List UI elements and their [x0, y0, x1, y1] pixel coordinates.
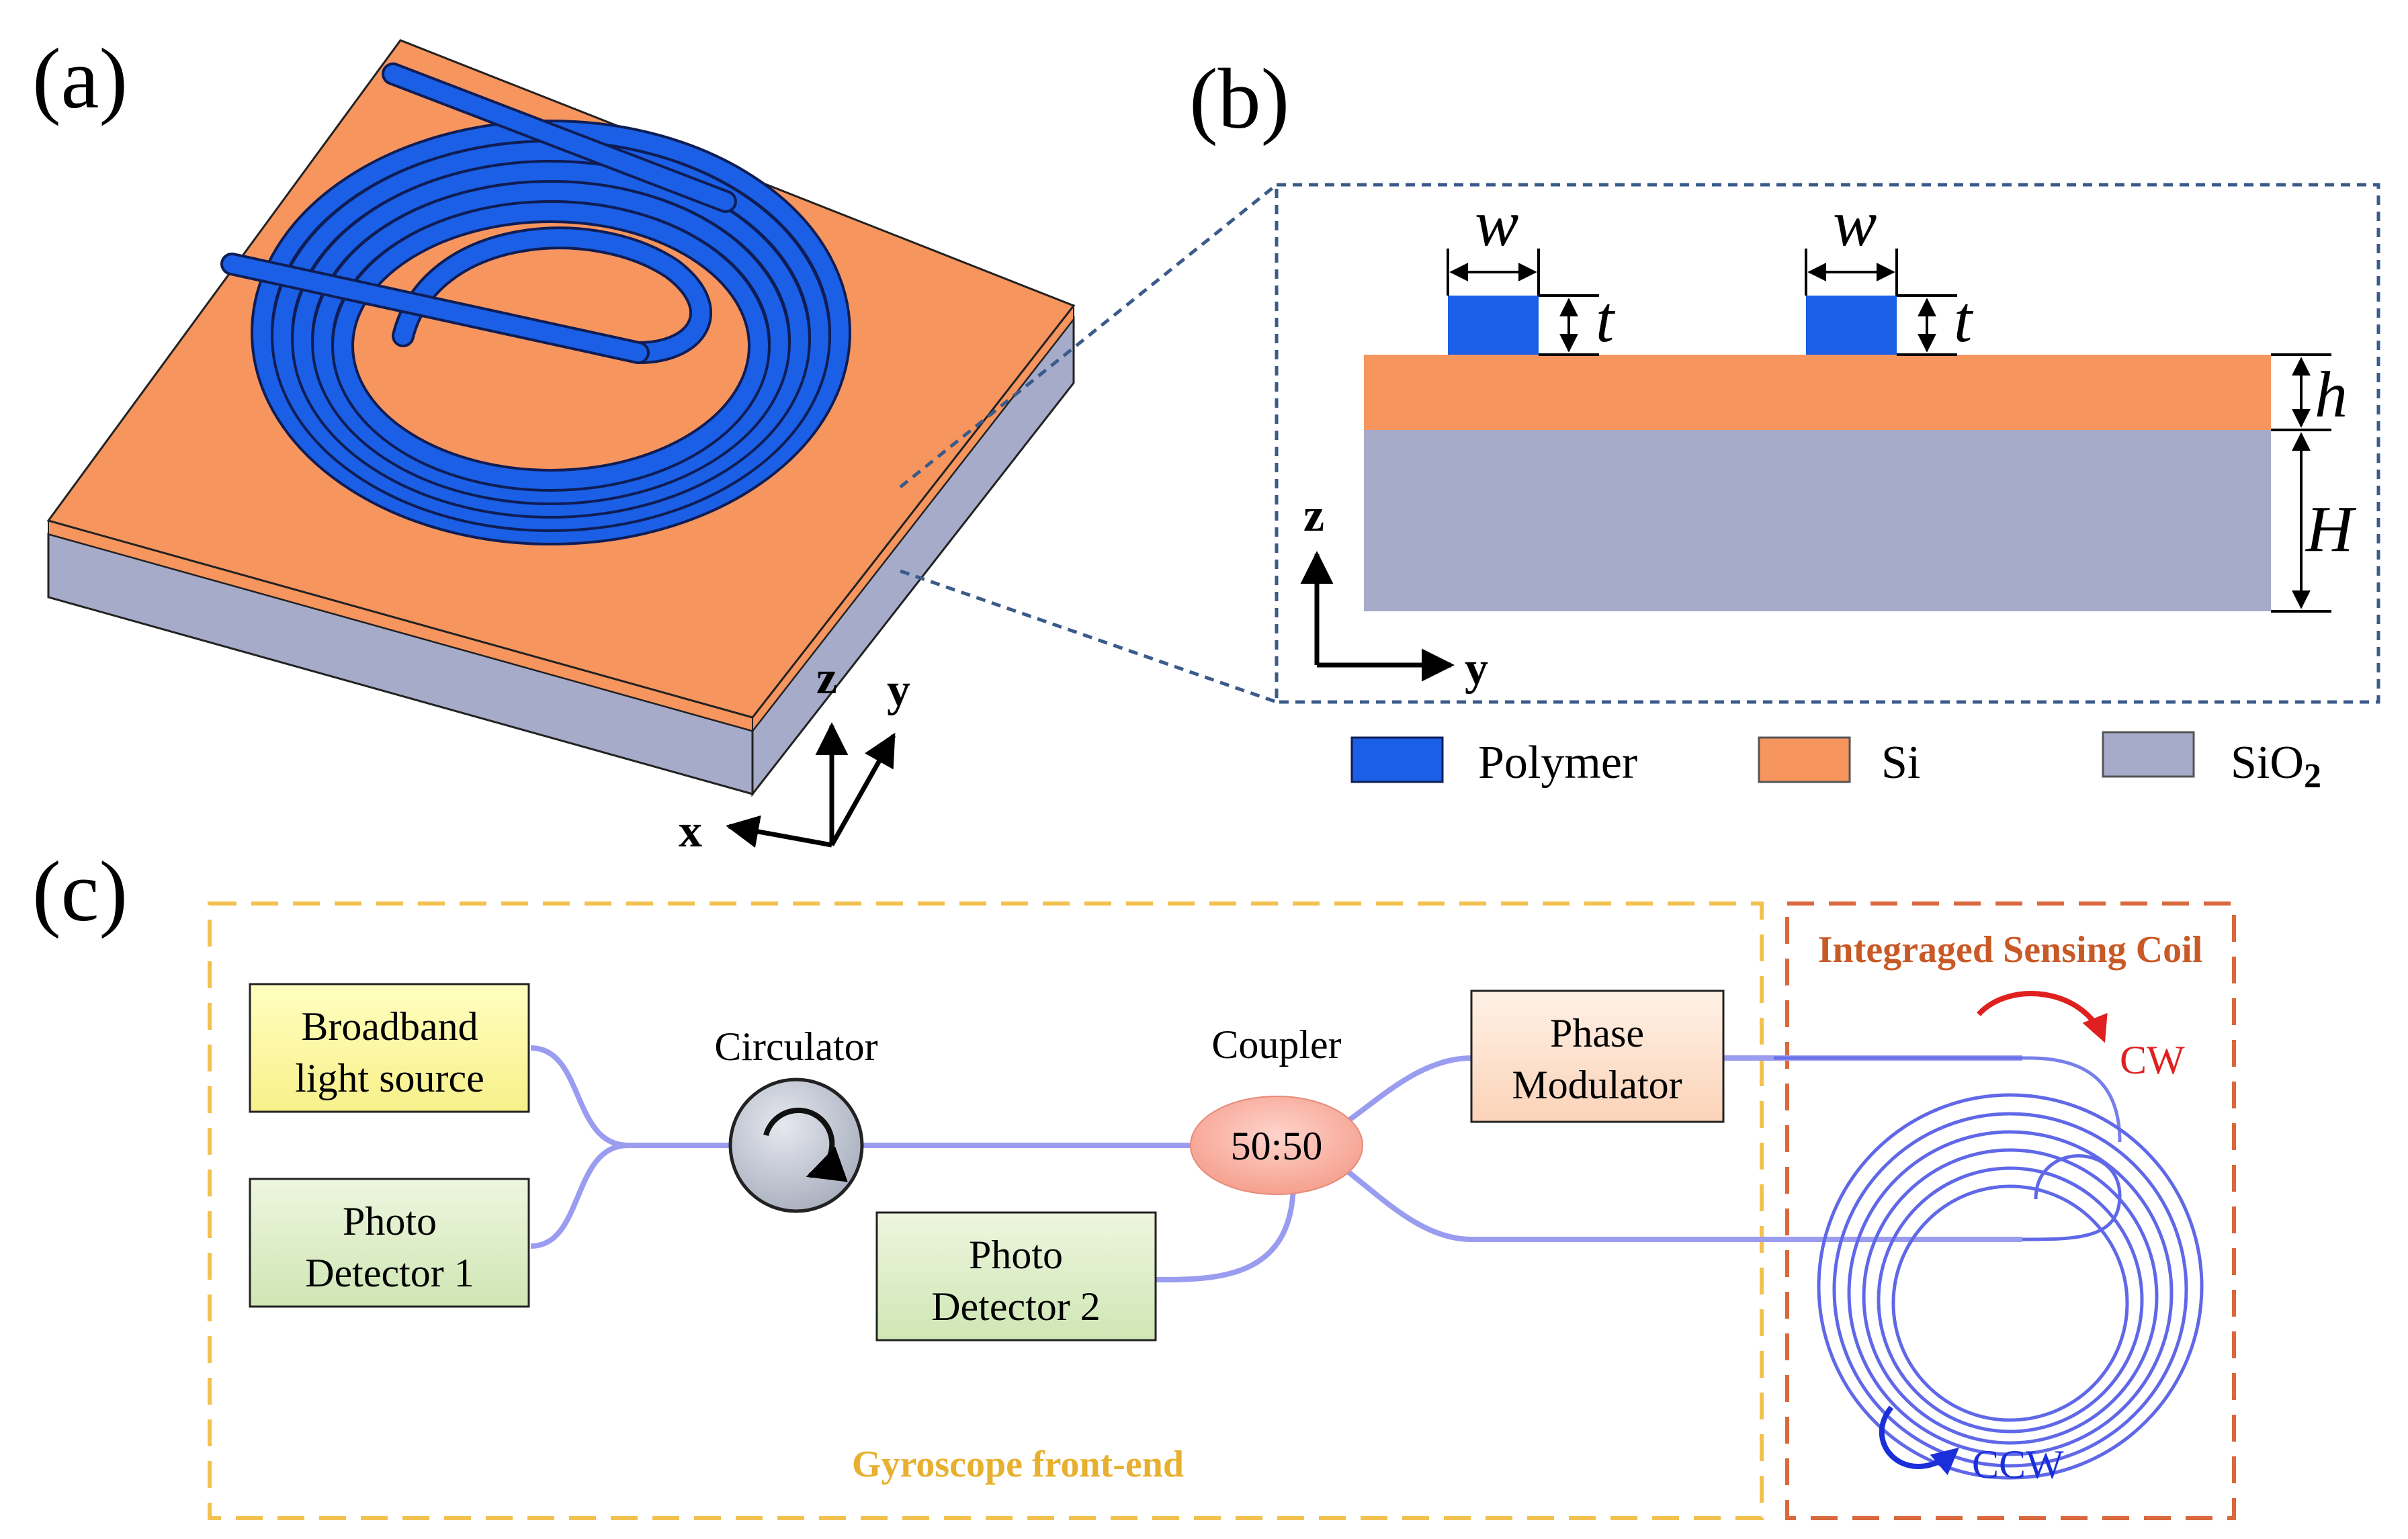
ccw-arrow [1879, 1405, 1960, 1475]
front-end-frame [208, 902, 1764, 1520]
si-height-label: h [2315, 359, 2348, 431]
cross-section-frame [1275, 183, 2380, 704]
cw-arrow [1977, 991, 2108, 1043]
axis-x-arrow [726, 815, 832, 848]
si-layer [1364, 355, 2271, 430]
photo-detector-2-box: Photo Detector 2 [875, 1211, 1157, 1342]
polymer-waveguide-2 [1806, 296, 1897, 355]
legend-si-label: Si [1881, 737, 1920, 789]
coupler-label: Coupler [1211, 1022, 1341, 1067]
axes-2d [1300, 551, 1455, 682]
coupler-ratio: 50:50 [1231, 1124, 1323, 1168]
legend: Polymer Si SiO2 [1350, 731, 2321, 795]
width-label-1: w [1475, 187, 1518, 260]
thickness-label-1: t [1596, 283, 1616, 356]
legend-sio2-label: SiO2 [2231, 737, 2321, 795]
light-source-line2: light source [295, 1056, 484, 1100]
coupler: 50:50 [1190, 1096, 1363, 1195]
axis2d-z-label: z [1303, 490, 1324, 541]
axis-y-arrow [829, 732, 896, 846]
legend-si-swatch [1758, 736, 1851, 783]
detector2-line1: Photo [969, 1233, 1063, 1277]
panel-b-label: (b) [1189, 51, 1289, 146]
sensing-coil [1774, 1056, 2204, 1480]
polymer-waveguide-1 [1448, 296, 1539, 355]
panel-c-label: (c) [32, 844, 128, 939]
modulator-line1: Phase [1550, 1011, 1644, 1055]
detector1-line1: Photo [343, 1199, 437, 1243]
width-label-2: w [1833, 187, 1877, 260]
legend-polymer-label: Polymer [1478, 737, 1637, 789]
zoom-line-bottom [900, 569, 1277, 704]
coil-frame [1785, 902, 2236, 1520]
modulator-line2: Modulator [1512, 1063, 1682, 1107]
axes-3d [726, 722, 896, 848]
polymer-coil [220, 62, 851, 545]
panel-a-label: (a) [32, 31, 128, 126]
chip-3d [46, 39, 1076, 797]
cross-section [1364, 296, 2271, 611]
legend-polymer-swatch [1350, 736, 1444, 783]
coil-title: Integraged Sensing Coil [1818, 929, 2203, 971]
sio2-layer [1364, 430, 2271, 611]
thickness-label-2: t [1954, 283, 1974, 356]
sio2-height-label: H [2305, 493, 2357, 566]
detector2-line2: Detector 2 [931, 1284, 1101, 1329]
dimension-lines [1447, 249, 2331, 613]
front-end-title: Gyroscope front-end [852, 1444, 1184, 1485]
photo-detector-1-box: Photo Detector 1 [249, 1178, 530, 1308]
legend-sio2-swatch [2102, 731, 2195, 778]
light-source-box: Broadband light source [249, 983, 530, 1113]
cw-label: CW [2120, 1038, 2185, 1082]
detector1-line2: Detector 1 [305, 1251, 474, 1295]
circulator [728, 1078, 864, 1213]
axis2d-y-label: y [1465, 643, 1488, 695]
axis-z-label: z [816, 652, 837, 704]
axis-y-label: y [887, 664, 910, 716]
chip-top-face [46, 39, 1076, 719]
circulator-label: Circulator [714, 1024, 877, 1069]
ccw-label: CCW [1972, 1442, 2064, 1487]
axis-x-label: x [679, 805, 702, 857]
light-source-line1: Broadband [301, 1004, 478, 1049]
phase-modulator-box: Phase Modulator [1470, 990, 1725, 1123]
